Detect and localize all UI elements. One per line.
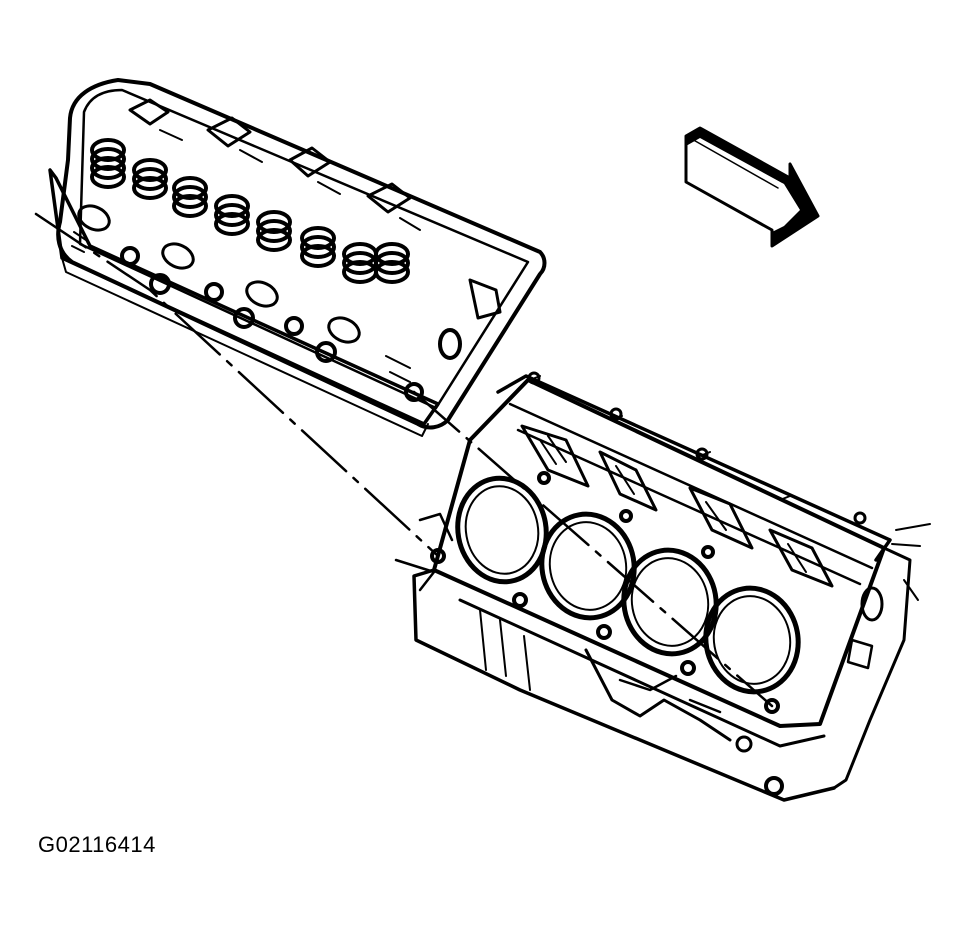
cylinder-bores bbox=[455, 475, 801, 695]
valley-lifters bbox=[520, 424, 834, 588]
cylinder-head bbox=[48, 78, 547, 437]
valve-springs bbox=[90, 138, 410, 284]
figure-id-label: G02116414 bbox=[38, 832, 156, 857]
engine-block bbox=[394, 371, 931, 802]
alignment-guide-lines bbox=[34, 212, 774, 708]
front-of-vehicle-arrow-icon bbox=[684, 126, 820, 248]
